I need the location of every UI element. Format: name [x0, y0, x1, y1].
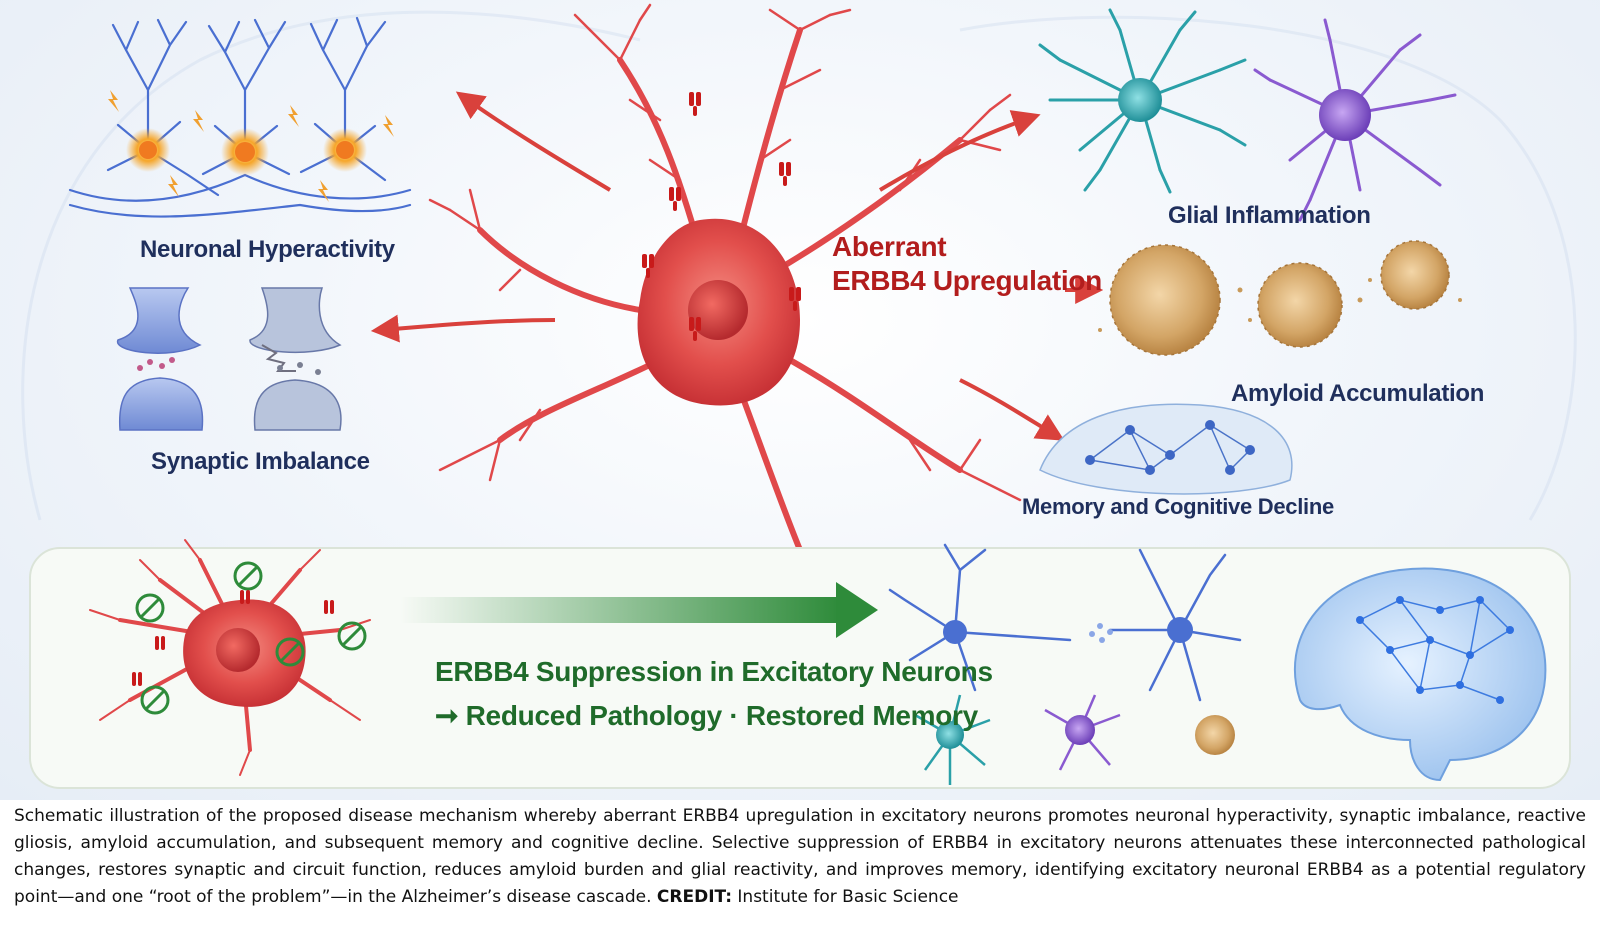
neural-network-icon	[1039, 403, 1293, 495]
green-arrow	[400, 582, 878, 638]
label-reduced-pathology: ➞ Reduced Pathology · Restored Memory	[435, 700, 978, 731]
figure-caption: Schematic illustration of the proposed d…	[14, 803, 1586, 939]
red-arrows	[370, 91, 1104, 441]
credit-label: CREDIT:	[656, 887, 732, 907]
small-microglia	[1044, 694, 1121, 771]
label-aberrant: Aberrant	[832, 231, 947, 262]
caption-text: Schematic illustration of the proposed d…	[14, 806, 1586, 907]
synapse-icon	[117, 287, 342, 431]
astrocyte-icon	[1038, 8, 1247, 194]
inhibition-sign-icon	[135, 561, 367, 715]
label-erbb4-upregulation: ERBB4 Upregulation	[832, 265, 1102, 296]
label-glial-inflammation: Glial Inflammation	[1168, 202, 1371, 229]
label-synaptic-imbalance: Synaptic Imbalance	[151, 448, 370, 475]
hyperactive-somas	[126, 128, 367, 176]
astrocyte-soma	[1118, 78, 1162, 122]
mechanism-figure: Neuronal Hyperactivity Synaptic Imbalanc…	[0, 0, 1600, 800]
label-erbb4-suppression: ERBB4 Suppression in Excitatory Neurons	[435, 656, 993, 687]
small-amyloid	[1195, 715, 1235, 755]
label-neuronal-hyperactivity: Neuronal Hyperactivity	[140, 236, 395, 263]
restored-neuron-somas	[943, 617, 1193, 644]
suppressed-receptors	[132, 590, 334, 686]
label-memory-decline: Memory and Cognitive Decline	[1022, 494, 1334, 519]
label-amyloid-accumulation: Amyloid Accumulation	[1231, 380, 1485, 407]
small-microglia-soma	[1065, 715, 1095, 745]
small-astrocyte	[914, 694, 991, 785]
brain-icon	[1294, 567, 1547, 782]
hyperactive-neurons	[68, 16, 412, 218]
brain-backdrop	[21, 10, 1577, 521]
suppressed-nucleus	[216, 628, 260, 672]
restored-neurons	[888, 543, 1242, 702]
central-soma	[637, 218, 800, 406]
credit-value: Institute for Basic Science	[737, 887, 959, 907]
small-astrocyte-soma	[936, 721, 964, 749]
erbb4-receptor-icon	[642, 92, 801, 341]
microglia-soma	[1319, 89, 1371, 141]
amyloid-plaque-icon	[1098, 240, 1462, 356]
microglia-icon	[1253, 18, 1457, 222]
lightning-sparks	[108, 90, 394, 202]
